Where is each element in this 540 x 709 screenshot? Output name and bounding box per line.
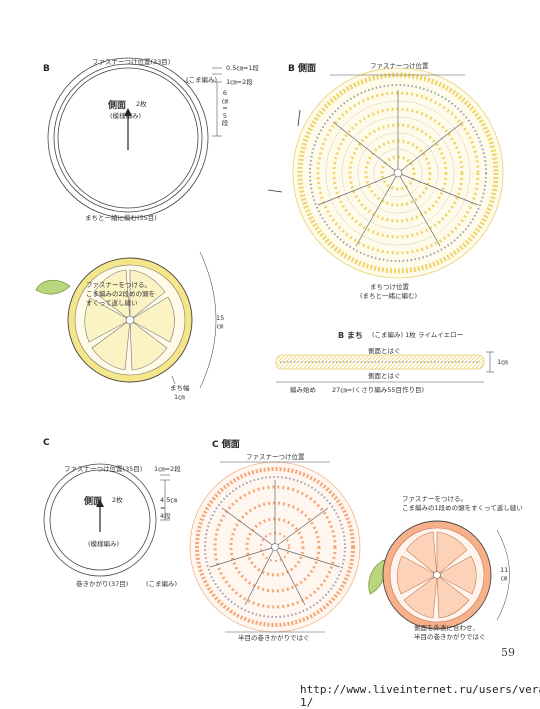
- page-number: 59: [501, 646, 515, 659]
- b-gusset-subtitle: (こま編み) 1枚 ライムイエロー: [372, 331, 464, 339]
- c-dim-2-unit: ㎝: [170, 496, 177, 504]
- c-dim-2-dan: 段: [164, 512, 171, 520]
- watermark-url[interactable]: http://www.liveinternet.ru/users/vera-1/: [300, 683, 540, 709]
- orange-illustration: [368, 520, 510, 630]
- b-koma-label: (こま編み): [186, 76, 218, 84]
- c-dim-2-eq: =: [160, 504, 166, 512]
- orange-height-value: 11: [500, 566, 509, 574]
- c-side-count: 2枚: [112, 496, 123, 504]
- b-gusset-side-bottom: 側面とはぐ: [368, 372, 401, 380]
- b-dim-3-unit: ㎝: [221, 96, 229, 105]
- c-crochet-chart: [189, 461, 361, 633]
- c-bottom-label: 巻きかがり(37目): [76, 580, 129, 588]
- b-gusset-unit: 1㎝: [497, 358, 508, 366]
- c-chart-title: C 側面: [212, 440, 240, 450]
- c-chart-zipper-label: ファスナーつけ位置: [246, 453, 305, 461]
- lemon-gusset-value: 1㎝: [174, 393, 185, 401]
- lemon-note-2: こま編みの2段めの頭を: [86, 290, 156, 298]
- b-gusset-title: B まち: [338, 331, 363, 340]
- b-dim-2: 1㎝=2段: [226, 78, 253, 86]
- orange-outer-note-2: 半目の巻きかがりではぐ: [414, 633, 486, 641]
- b-gusset-start: 編み始め: [290, 386, 316, 394]
- b-dim-3-value: 6: [222, 89, 228, 97]
- orange-height-unit: ㎝: [500, 574, 508, 582]
- c-dim-2: 4.5㎝ = 4段: [160, 496, 177, 520]
- lemon-height-value: 15: [216, 314, 225, 322]
- b-dim-1: 0.5㎝=1段: [226, 64, 259, 72]
- b-crochet-chart: [267, 67, 504, 279]
- b-chart-zipper-label: ファスナーつけ位置: [370, 62, 429, 70]
- b-zipper-label: ファスナーつけ位置(33目): [92, 58, 171, 66]
- lemon-illustration: [35, 251, 217, 389]
- orange-note-2: こま編みの1段めの頭をすくって返し縫い: [402, 504, 523, 512]
- orange-outer-note-1: 側面を外表に合わせ、: [414, 624, 479, 632]
- b-chart-gusset-pos: まちつけ位置: [370, 283, 409, 291]
- c-schematic-circle: [43, 463, 170, 577]
- b-chart-title: B 側面: [288, 64, 316, 74]
- b-bottom-label: まちと一緒に編む(55目): [85, 214, 157, 222]
- b-gusset-strip: [275, 351, 494, 383]
- orange-height: 11 ㎝: [500, 566, 508, 582]
- c-chart-bottom-note: 半目の巻きかがりではぐ: [238, 634, 310, 642]
- b-chart-gusset-pos-sub: (まちと一緒に編む): [360, 292, 418, 300]
- lemon-height-unit: ㎝: [216, 322, 224, 330]
- lemon-note-1: ファスナーをつける。: [86, 281, 151, 289]
- b-gusset-chain: 27㎝=(くさり編み55目作り目): [332, 386, 425, 394]
- b-dim-3: 6 ㎝ = 5 段: [221, 89, 229, 128]
- b-side-count: 2枚: [136, 100, 147, 108]
- c-dim-1: 1㎝=2段: [154, 465, 181, 473]
- b-gusset-side-top: 側面とはぐ: [368, 347, 401, 355]
- section-b-title: B: [43, 64, 50, 74]
- b-side-sub: (模様編み): [110, 112, 142, 120]
- c-side-sub: (模様編み): [88, 540, 120, 548]
- section-c-title: C: [43, 438, 50, 448]
- b-side-label: 側面: [108, 101, 127, 111]
- lemon-height: 15 ㎝: [216, 314, 224, 330]
- c-dim-2-rows: 4: [160, 512, 165, 520]
- lemon-note-3: すくって返し縫い: [86, 299, 138, 307]
- c-dim-2-value: 4.5: [160, 496, 171, 504]
- lemon-gusset-label: まち幅: [170, 384, 190, 392]
- b-schematic-circle: [47, 57, 222, 219]
- b-dim-3-dan: 段: [221, 119, 229, 127]
- b-dim-3-eq: =: [222, 104, 228, 112]
- c-koma-label: (こま編み): [146, 580, 178, 588]
- c-zipper-label: ファスナーつけ位置(35目): [64, 465, 143, 473]
- c-side-label: 側面: [84, 497, 103, 507]
- orange-note-1: ファスナーをつける。: [402, 495, 467, 503]
- b-dim-3-rows: 5: [222, 111, 228, 120]
